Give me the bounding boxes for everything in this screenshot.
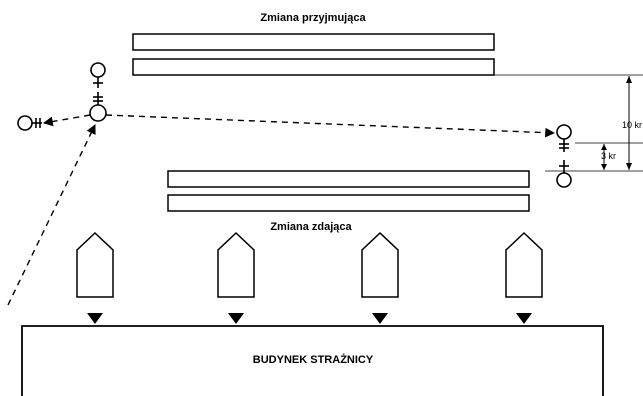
sentry-booth-icon bbox=[76, 231, 114, 298]
path-to-right-leader bbox=[105, 114, 555, 138]
post-marker-triangle-icon bbox=[516, 313, 532, 324]
incoming-shift-row-1 bbox=[132, 33, 495, 51]
outgoing-shift-label: Zmiana zdająca bbox=[270, 221, 352, 233]
outgoing-shift-row-2 bbox=[167, 194, 530, 212]
guardhouse-building: BUDYNEK STRAŻNICY bbox=[21, 325, 604, 396]
distance-dimension-10: 10 kr bbox=[494, 74, 643, 172]
commander-person-icon bbox=[89, 104, 107, 122]
post-marker-triangle-icon bbox=[87, 313, 103, 324]
incoming-shift-label: Zmiana przyjmująca bbox=[260, 12, 366, 24]
path-from-bottom-left bbox=[7, 124, 96, 306]
outgoing-leader-female-icon bbox=[556, 124, 572, 152]
post-marker-triangle-icon bbox=[372, 313, 388, 324]
sentry-booth-icon bbox=[217, 231, 255, 298]
incoming-shift-row-2 bbox=[132, 58, 495, 76]
distance-10-label: 10 kr bbox=[622, 120, 642, 130]
distance-3-label: 3 kr bbox=[601, 151, 616, 161]
sentry-booth-icon bbox=[361, 231, 399, 298]
outgoing-leader-person-icon bbox=[556, 160, 572, 188]
rank-mark-icon bbox=[93, 92, 103, 105]
sentry-posts bbox=[76, 231, 543, 324]
sentry-booth-icon bbox=[505, 231, 543, 298]
path-to-left-sentry bbox=[43, 114, 91, 127]
left-sentry-icon bbox=[17, 115, 42, 131]
post-marker-triangle-icon bbox=[228, 313, 244, 324]
building-label: BUDYNEK STRAŻNICY bbox=[253, 353, 374, 366]
incoming-commander-female-icon bbox=[90, 62, 106, 88]
outgoing-shift-row-1 bbox=[167, 170, 530, 188]
distance-dimension-3: 3 kr bbox=[575, 142, 643, 170]
movement-paths bbox=[7, 114, 555, 306]
